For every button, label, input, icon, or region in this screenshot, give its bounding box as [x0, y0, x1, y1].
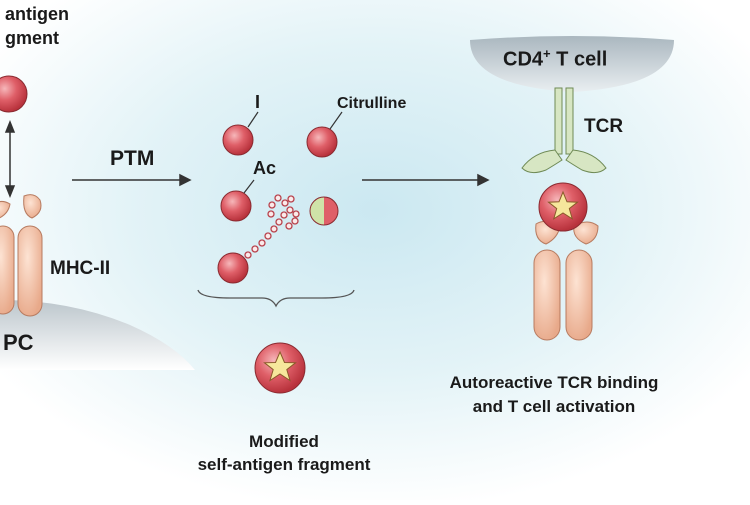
- apc-cell-surface: [0, 300, 195, 370]
- self-antigen-ball: [0, 75, 28, 113]
- glycosylated-antigen-ball: [217, 252, 249, 284]
- i-pointer: [247, 111, 259, 128]
- ptm-arrow: [72, 173, 192, 187]
- modified-fragment-label-line1: Modified: [249, 432, 319, 451]
- citrulline-pointer: [329, 111, 343, 130]
- citrullinated-antigen-ball: [306, 126, 338, 158]
- glycan-chain-icon: [244, 194, 300, 259]
- mhc-ii-label: MHC-II: [50, 258, 111, 279]
- mhc-ii-left: [0, 194, 43, 317]
- cd4-t-cell-label: CD4+ T cell: [503, 46, 608, 71]
- self-antigen-label-line1: antigen: [5, 4, 70, 24]
- citrulline-label: Citrulline: [337, 95, 407, 112]
- binding-double-arrow: [4, 119, 16, 199]
- iodination-label: I: [255, 92, 261, 112]
- ac-pointer: [243, 179, 255, 194]
- acetylated-antigen-ball: [220, 190, 252, 222]
- cd4-t-cell: [470, 36, 674, 92]
- activation-label-line1: Autoreactive TCR binding: [449, 373, 659, 392]
- modified-fragment-label-line2: self-antigen fragment: [197, 455, 371, 474]
- activation-label-line2: and T cell activation: [472, 397, 636, 416]
- self-antigen-label-line2: gment: [5, 28, 59, 48]
- acetylation-label: Ac: [253, 158, 277, 178]
- tcr-label: TCR: [584, 116, 624, 137]
- ptm-label: PTM: [110, 147, 155, 170]
- apc-label: PC: [3, 330, 34, 355]
- grouping-brace: [197, 289, 355, 308]
- binding-arrow: [362, 173, 490, 187]
- tcr: [521, 87, 607, 174]
- bound-star-icon: [547, 190, 579, 220]
- half-modified-antigen-ball: [309, 196, 339, 226]
- iodinated-antigen-ball: [222, 124, 254, 156]
- star-icon: [263, 350, 297, 382]
